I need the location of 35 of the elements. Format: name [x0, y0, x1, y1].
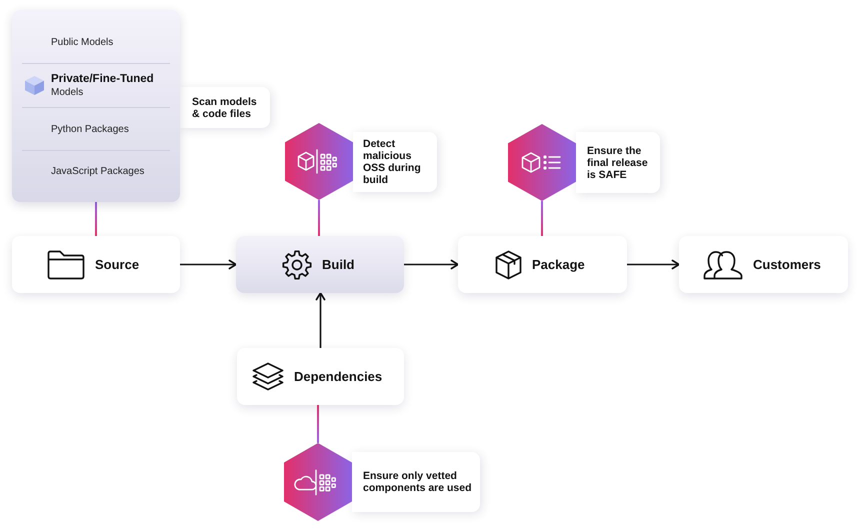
callout-box	[353, 132, 437, 192]
callout-text: Ensure only vetted components are used	[363, 470, 473, 494]
callout-text: Ensure the final release is SAFE	[587, 144, 649, 180]
item-subtitle: Public Models	[51, 36, 114, 49]
arrow	[627, 260, 680, 270]
callout-text: Scan models & code files	[192, 96, 258, 120]
stage-box	[12, 236, 180, 293]
stage-box	[237, 348, 404, 405]
connector-line	[541, 201, 543, 236]
callout-box	[180, 87, 270, 128]
connector-line	[95, 202, 97, 236]
callout-box	[352, 452, 480, 512]
callout-text: Detect malicious OSS during build	[363, 138, 422, 186]
connector-line	[317, 405, 319, 443]
item-title: Private/Fine-Tuned	[51, 72, 155, 86]
stage-box	[236, 236, 404, 293]
stage-label: Customers	[753, 257, 821, 272]
item-subtitle: JavaScript Packages	[51, 165, 146, 178]
arrow	[404, 260, 459, 270]
hexagon-badge	[508, 124, 576, 201]
hexagon-badge	[284, 443, 352, 521]
connector-line	[318, 200, 320, 236]
stage-label: Package	[532, 257, 585, 272]
arrow	[180, 260, 237, 270]
stage-label: Dependencies	[294, 369, 382, 384]
callout-box	[576, 132, 660, 193]
item-subtitle: Models	[51, 86, 84, 99]
stage-box	[458, 236, 627, 293]
stage-label: Build	[322, 257, 354, 272]
stage-label: Source	[95, 257, 140, 272]
arrow	[316, 292, 326, 348]
item-subtitle: Python Packages	[51, 122, 130, 136]
stage-box	[679, 236, 848, 293]
hexagon-badge	[285, 123, 353, 200]
source-list-panel	[12, 10, 180, 202]
